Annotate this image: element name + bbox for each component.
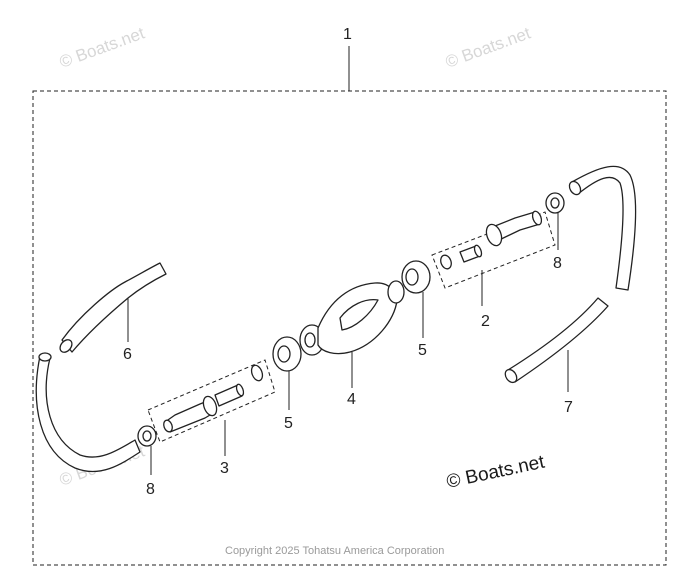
hose-upper-right	[568, 165, 637, 291]
callout-7: 7	[564, 399, 573, 416]
copyright-text: Copyright 2025 Tohatsu America Corporati…	[225, 545, 444, 557]
connector-3	[163, 364, 264, 433]
watermark-main: © Boats.net	[445, 452, 547, 493]
hose-6	[59, 262, 167, 353]
watermark-top-left: © Boats.net	[57, 23, 147, 71]
grommet-5-right	[401, 260, 431, 294]
connector-2	[440, 210, 543, 270]
primer-bulb-4	[299, 280, 405, 356]
callout-8-left: 8	[146, 481, 155, 498]
kit-3-boundary	[147, 359, 276, 443]
callout-2: 2	[481, 313, 490, 330]
callout-8-right: 8	[553, 255, 562, 272]
grommet-5-left	[272, 336, 302, 372]
callout-5-left: 5	[284, 415, 293, 432]
callout-3: 3	[220, 460, 229, 477]
callout-1: 1	[343, 26, 352, 43]
callout-4: 4	[347, 391, 356, 408]
washer-8-left	[137, 425, 157, 447]
watermark-top-right: © Boats.net	[443, 23, 533, 71]
hose-lower-left	[35, 352, 141, 473]
hose-7	[504, 297, 609, 384]
callout-5-right: 5	[418, 342, 427, 359]
washer-8-right	[545, 192, 565, 214]
callout-6: 6	[123, 346, 132, 363]
